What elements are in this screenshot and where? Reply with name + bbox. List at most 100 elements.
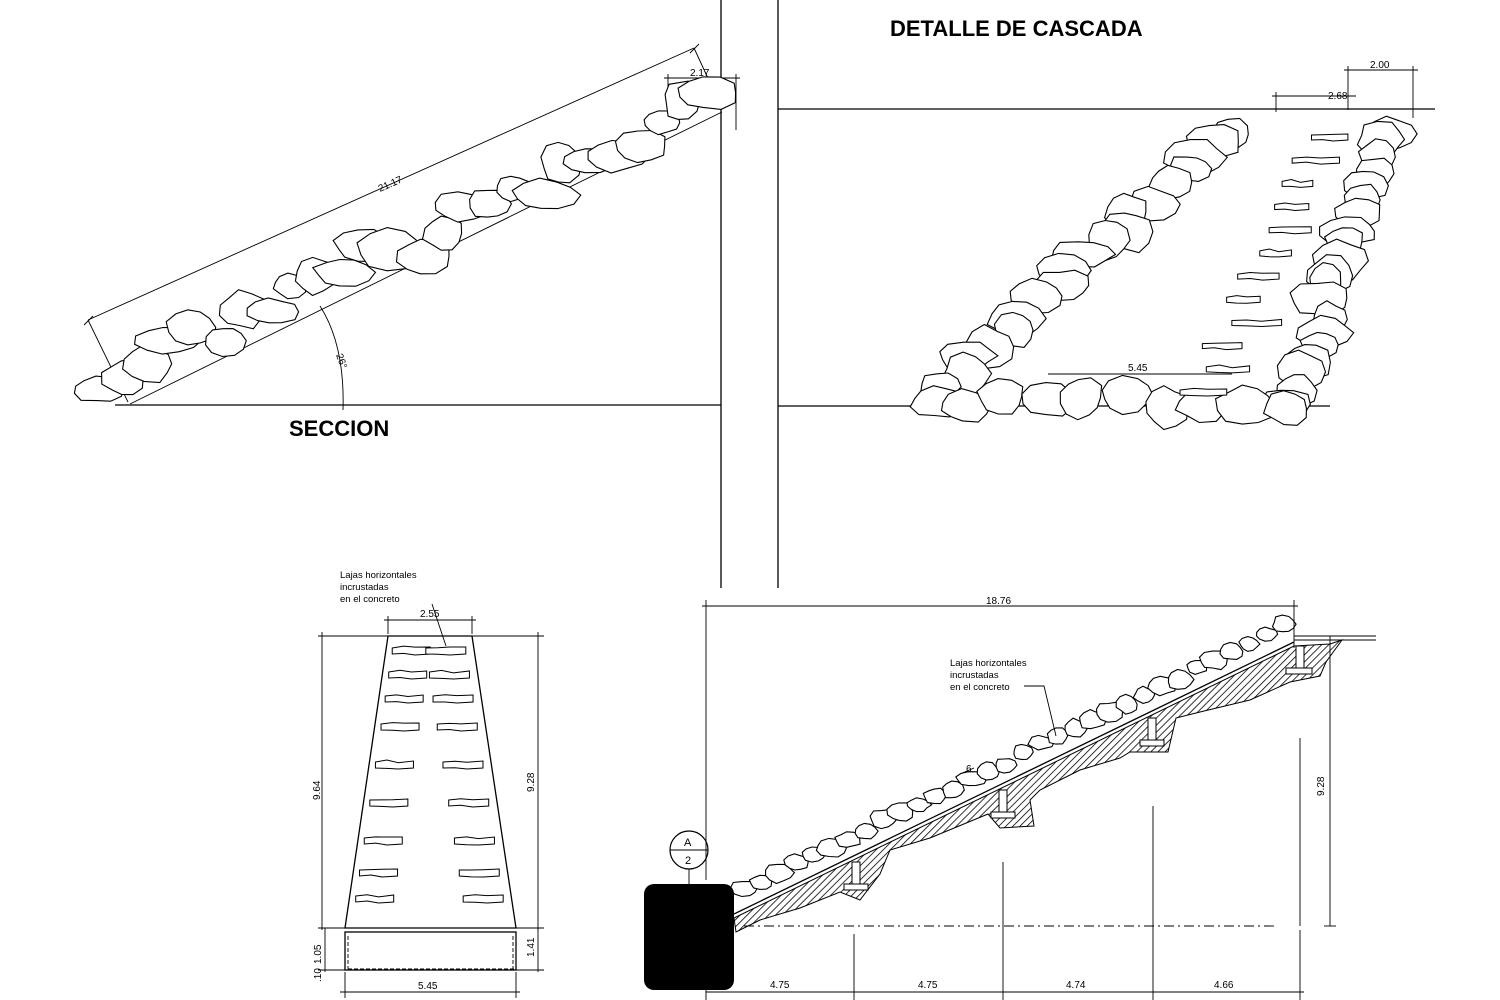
stone-slab xyxy=(1179,387,1228,397)
stone-slab xyxy=(436,722,478,732)
cascade-detail-title: DETALLE DE CASCADA xyxy=(890,16,1143,41)
rock xyxy=(976,378,1024,415)
anchor-posts xyxy=(843,645,1313,891)
stone-slab xyxy=(1291,156,1340,165)
segment-2-label: 4.75 xyxy=(918,980,938,991)
rock xyxy=(511,177,582,210)
rock xyxy=(1145,385,1189,431)
stone-slab xyxy=(458,868,500,878)
rock xyxy=(165,309,217,346)
base-block xyxy=(644,884,734,990)
front-bottom-width-label: 5.45 xyxy=(418,981,438,992)
angle-label: 26° xyxy=(333,352,349,370)
rock xyxy=(1167,668,1195,690)
angle-arc xyxy=(319,305,344,411)
long-section: A 2 18.76 9.28 4.75 4.75 4.74 4.66 Lajas… xyxy=(644,596,1376,1000)
rock xyxy=(1214,384,1276,425)
rock xyxy=(922,787,947,805)
front-base-footing xyxy=(344,931,517,971)
front-note-line1: Lajas horizontales xyxy=(340,570,417,581)
height-label: 9.28 xyxy=(1316,776,1327,796)
plan-top-width-label: 2.00 xyxy=(1370,60,1390,71)
front-note-line3: en el concreto xyxy=(340,594,400,605)
stone-slab xyxy=(391,645,431,656)
long-note-leader xyxy=(1024,685,1057,737)
rock xyxy=(906,797,933,813)
stone-slab xyxy=(374,759,414,770)
front-slabs xyxy=(355,645,504,904)
rock xyxy=(854,822,879,840)
plan-bottom-width-label: 5.45 xyxy=(1128,363,1148,374)
total-length-label: 18.76 xyxy=(986,596,1011,607)
stone-slab xyxy=(359,868,399,878)
callout-bottom: 2 xyxy=(685,855,691,867)
long-note-line2: incrustadas xyxy=(950,670,999,681)
plan-rocks xyxy=(909,115,1418,431)
stone-slab xyxy=(462,894,504,904)
rock xyxy=(1238,636,1261,652)
slope-mark: 6 xyxy=(966,764,972,775)
concrete-body xyxy=(733,639,1344,933)
rock xyxy=(1262,390,1307,426)
stone-slab xyxy=(448,798,490,808)
stone-slab xyxy=(1231,318,1283,327)
rock xyxy=(1013,743,1034,760)
rock xyxy=(995,758,1018,774)
rock xyxy=(677,76,737,110)
callout-top: A xyxy=(684,837,692,849)
section-view: 21.17 2.17 26° xyxy=(73,43,740,411)
section-rocks xyxy=(73,76,737,402)
front-top-width-label: 2.55 xyxy=(420,609,440,620)
stone-slab xyxy=(355,894,395,904)
stone-slab xyxy=(1281,178,1314,188)
front-note-leader xyxy=(431,603,447,647)
long-note-line1: Lajas horizontales xyxy=(950,658,1027,669)
stone-slab xyxy=(1201,342,1243,351)
top-width-label: 2.17 xyxy=(690,68,710,79)
stone-slab xyxy=(442,760,484,770)
stone-slab xyxy=(380,722,420,732)
rock xyxy=(783,853,809,871)
front-left-height-label: 9.64 xyxy=(312,780,323,800)
plan-inner-width-label: 2.68 xyxy=(1328,91,1348,102)
plan-slabs xyxy=(1179,133,1349,397)
stone-slab xyxy=(1311,133,1349,142)
front-view: Lajas horizontales incrustadas en el con… xyxy=(312,570,544,998)
stone-slab xyxy=(432,694,474,704)
rock xyxy=(1101,374,1154,416)
stone-slab xyxy=(453,836,495,846)
rock xyxy=(1115,693,1138,715)
slope-length-label: 21.17 xyxy=(377,174,405,194)
segment-3-label: 4.74 xyxy=(1066,980,1086,991)
plan-view: 2.00 2.68 5.45 xyxy=(909,60,1418,431)
stone-slab xyxy=(428,669,470,680)
stone-slab xyxy=(384,694,424,704)
section-title: SECCION xyxy=(289,416,389,441)
stone-slab xyxy=(1268,226,1312,235)
front-base-left-upper-label: 1.05 xyxy=(313,944,324,964)
stone-slab xyxy=(388,669,428,680)
long-note-line3: en el concreto xyxy=(950,682,1010,693)
rock xyxy=(1256,626,1279,642)
long-rocks xyxy=(730,614,1297,898)
rock xyxy=(942,780,965,799)
slope-length-dim-line xyxy=(87,47,695,321)
long-top-line xyxy=(733,641,1295,915)
stone-slab xyxy=(1237,271,1280,281)
stone-slab xyxy=(1259,248,1292,258)
stone-slab xyxy=(363,836,403,846)
front-right-height-label: 9.28 xyxy=(526,772,537,792)
rock xyxy=(976,761,1001,781)
rock xyxy=(205,328,247,358)
rock xyxy=(1219,641,1244,660)
stone-slab xyxy=(1226,295,1261,304)
front-base-right-label: 1.41 xyxy=(526,937,537,957)
front-base-left-lower-label: .10 xyxy=(313,968,324,982)
rock xyxy=(1046,727,1069,745)
rock xyxy=(1027,734,1055,751)
stone-slab xyxy=(1274,202,1310,212)
rock xyxy=(1059,377,1103,421)
segment-4-label: 4.66 xyxy=(1214,980,1234,991)
rock xyxy=(1271,614,1297,633)
